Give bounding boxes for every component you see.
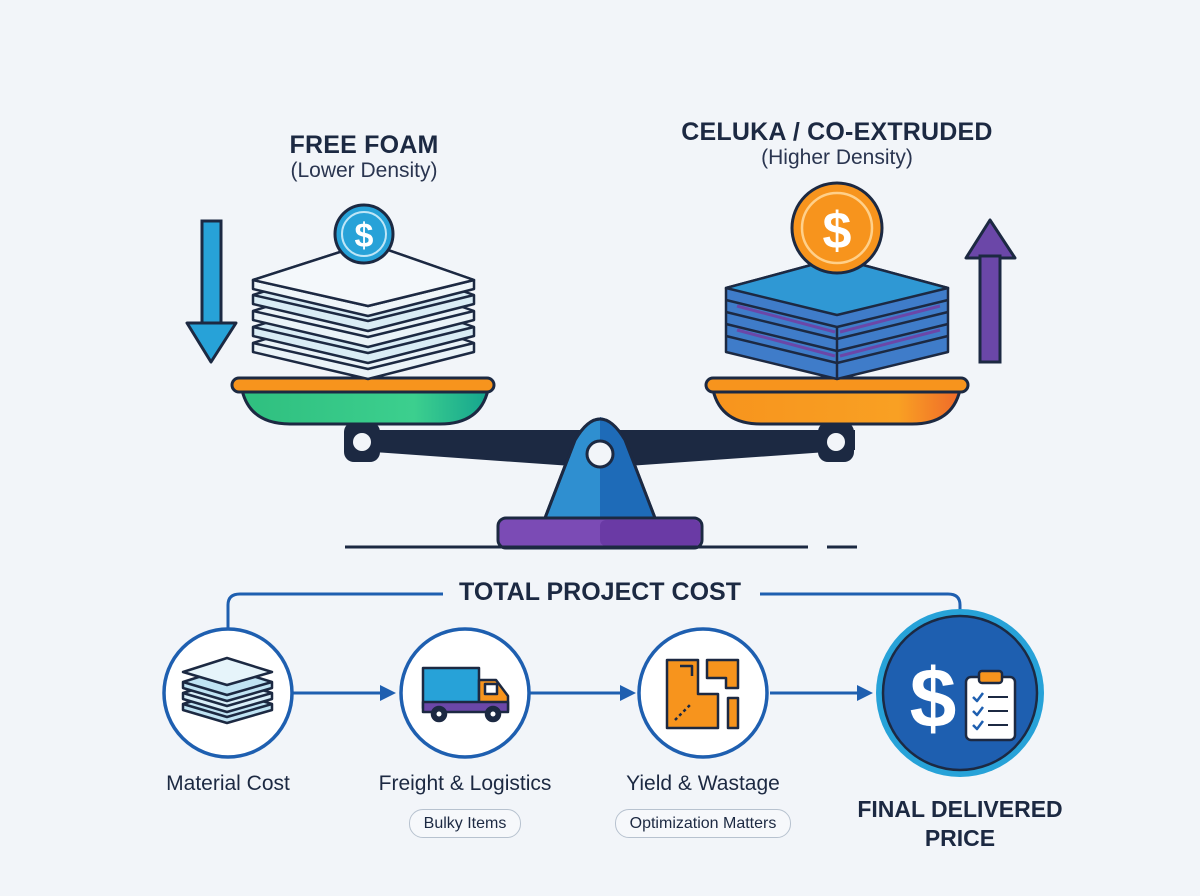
cut-pieces-icon (665, 658, 740, 730)
yield-step-icon (637, 627, 769, 759)
co-extruded-title: CELUKA / CO-EXTRUDED (681, 118, 993, 146)
flow-arrows (293, 685, 873, 701)
down-arrow-icon (185, 219, 238, 364)
final-delivered-price-label: FINAL DELIVERED PRICE (835, 795, 1085, 853)
material-cost-label: Material Cost (166, 772, 290, 795)
final-dollar-symbol: $ (910, 651, 957, 745)
left-coin-icon: $ (333, 203, 395, 265)
final-label-line1: FINAL DELIVERED (857, 796, 1063, 822)
final-price-step-icon: $ (876, 609, 1044, 777)
free-foam-title: FREE FOAM (289, 131, 439, 159)
left-pan (230, 376, 496, 426)
right-coin-icon: $ (790, 181, 884, 275)
left-coin-symbol: $ (355, 217, 374, 255)
total-cost-bracket (226, 592, 962, 631)
optimization-matters-tag: Optimization Matters (614, 809, 792, 838)
free-foam-sheets-icon (251, 241, 476, 381)
freight-step-icon (399, 627, 531, 759)
free-foam-subtitle: (Lower Density) (290, 159, 438, 182)
right-pan (704, 376, 970, 426)
material-cost-step-icon (162, 627, 294, 759)
final-label-line2: PRICE (924, 825, 996, 851)
truck-icon (421, 666, 510, 723)
up-arrow-icon (964, 218, 1017, 364)
right-coin-symbol: $ (823, 202, 852, 260)
freight-logistics-label: Freight & Logistics (378, 772, 552, 795)
co-extruded-sheets-icon (724, 256, 950, 381)
co-extruded-subtitle: (Higher Density) (761, 146, 913, 169)
clipboard-icon (964, 669, 1017, 742)
total-project-cost-title: TOTAL PROJECT COST (443, 578, 757, 606)
bulky-items-tag: Bulky Items (408, 809, 522, 838)
yield-wastage-label: Yield & Wastage (626, 772, 780, 795)
stacked-sheets-icon (181, 656, 274, 725)
